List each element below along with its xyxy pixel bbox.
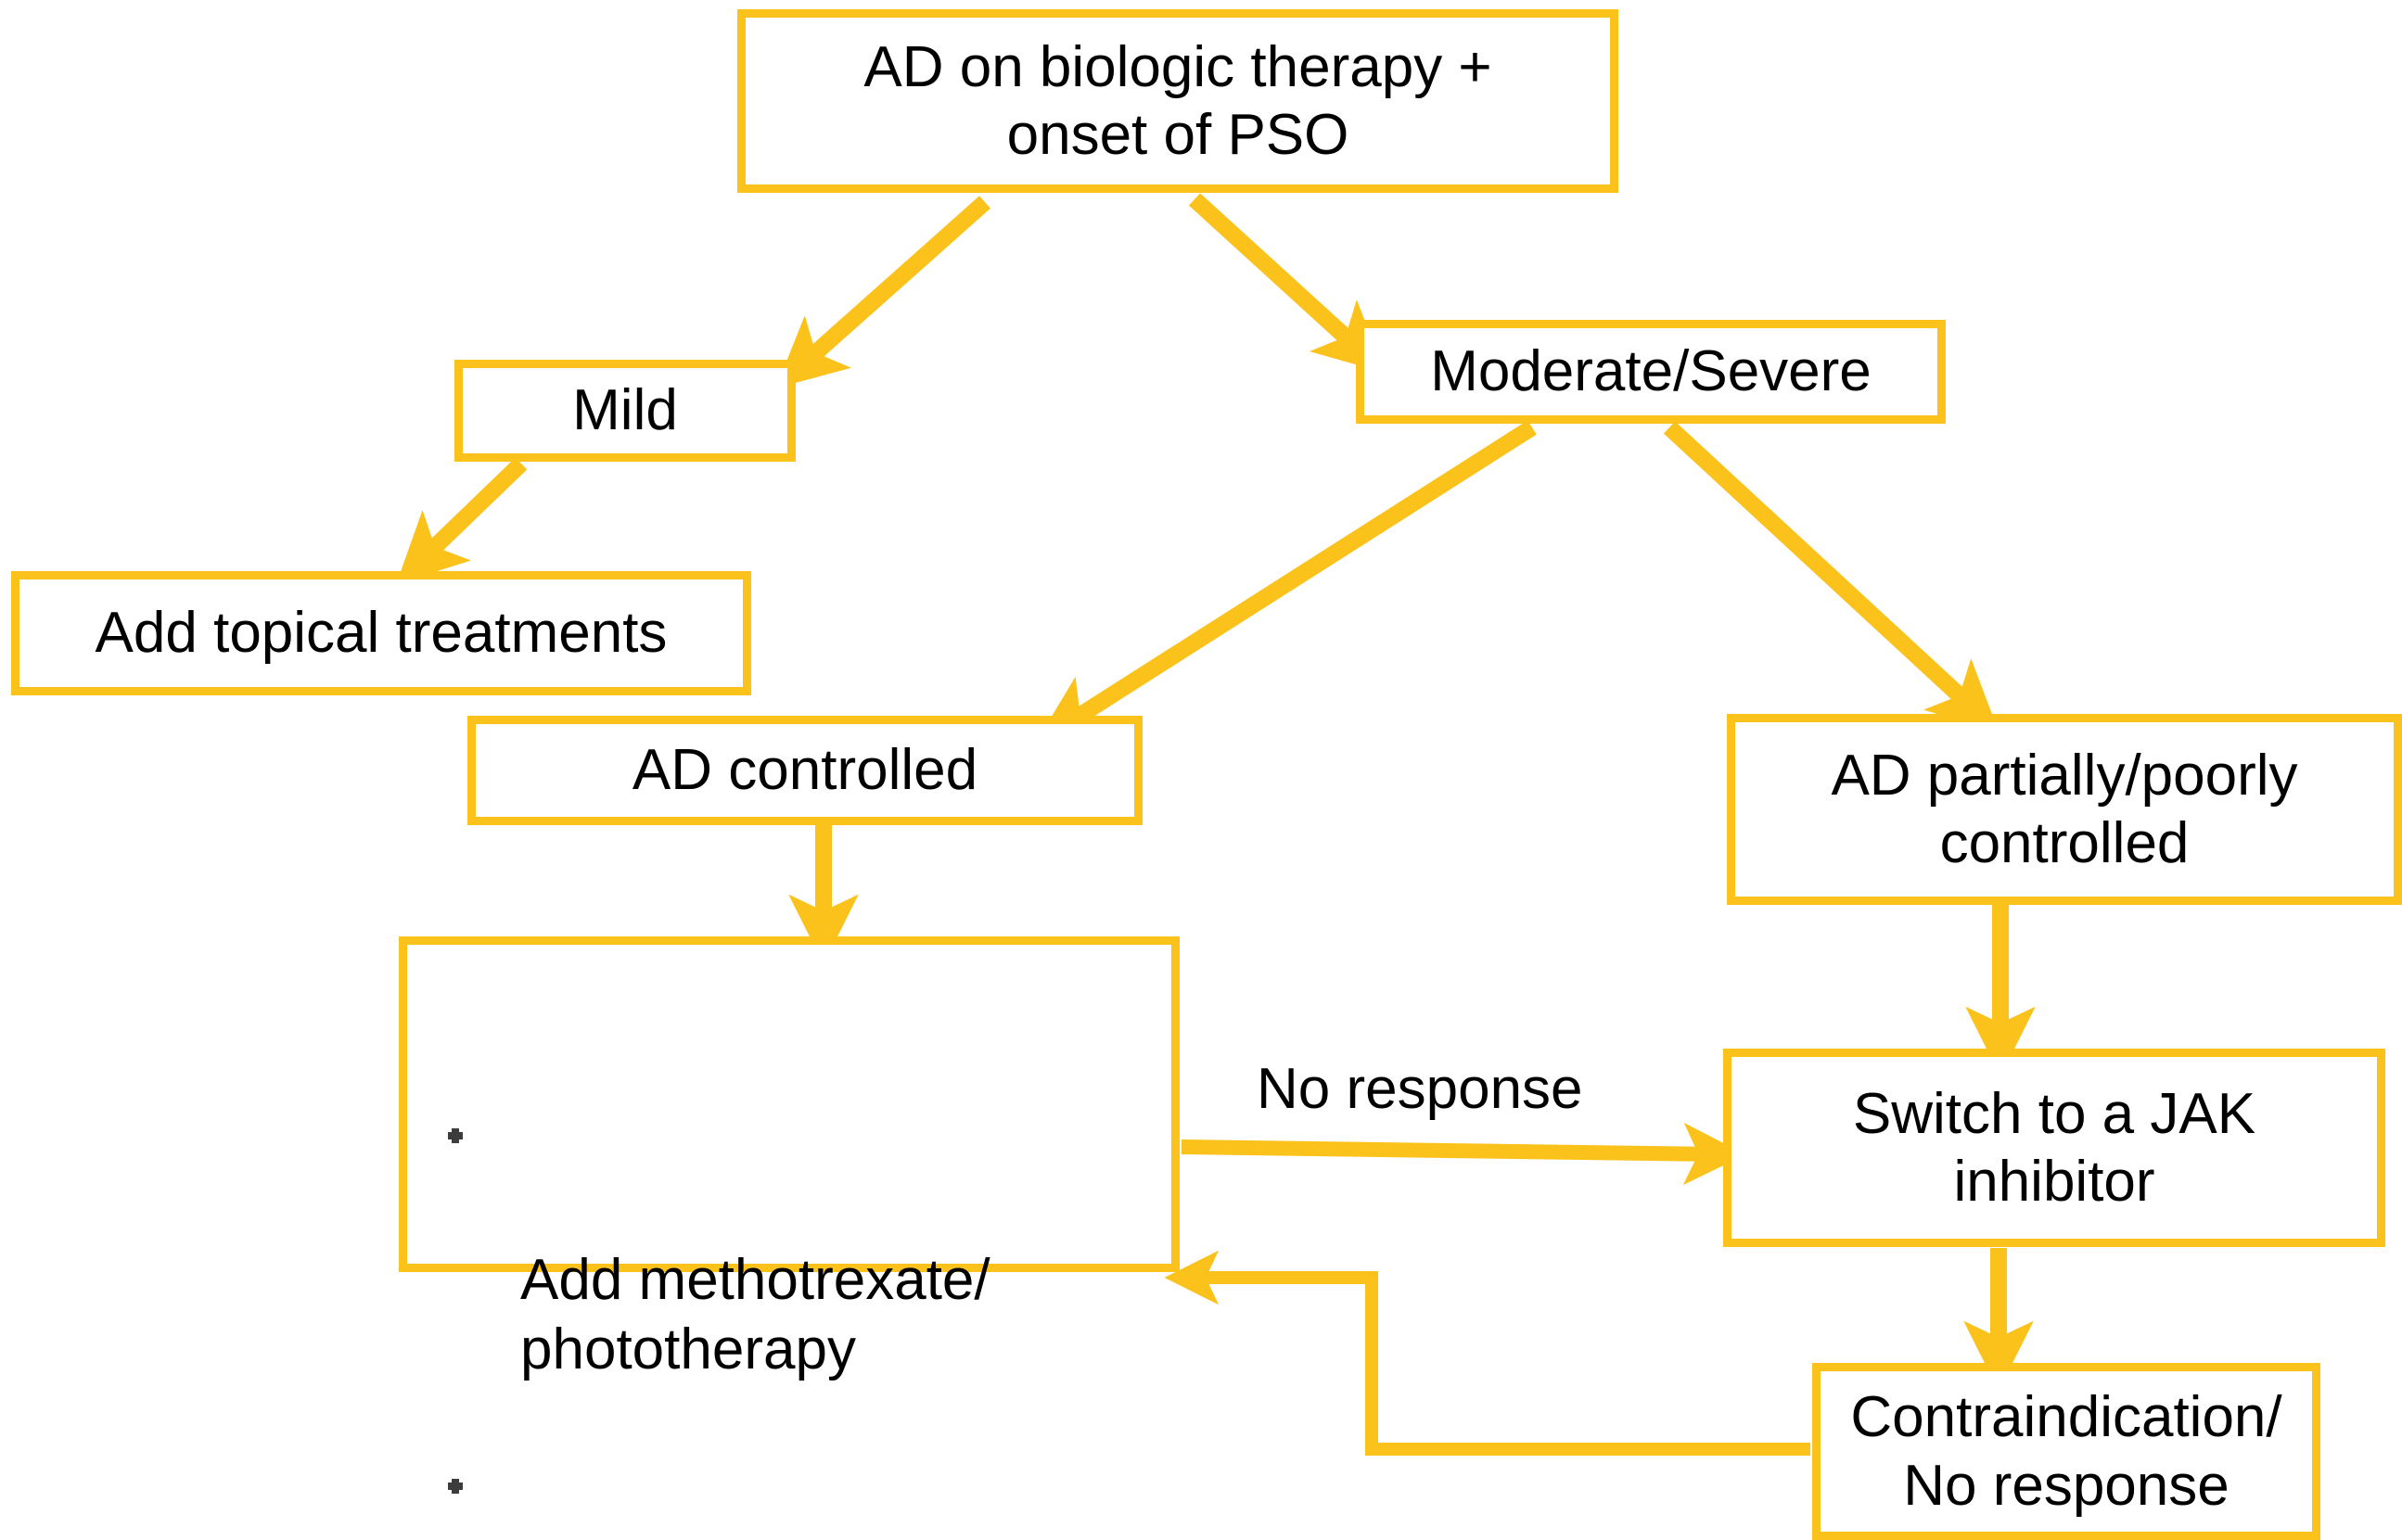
treatment-bullet-list: Add methotrexate/ phototherapy Add a PSO… <box>424 1037 1155 1540</box>
node-add-topical-treatments[interactable]: Add topical treatments <box>11 571 751 695</box>
node-label: AD partially/poorly controlled <box>1831 743 2298 875</box>
list-item: Add methotrexate/ phototherapy <box>424 1104 1155 1385</box>
node-label: Moderate/Severe <box>1430 339 1872 404</box>
node-label: Mild <box>572 378 678 443</box>
node-switch-to-jak-inhibitor[interactable]: Switch to a JAK inhibitor <box>1723 1049 2385 1247</box>
edge-moderate-to-ad-partial <box>1663 421 2000 732</box>
edge-start-to-mild <box>775 196 990 388</box>
node-moderate-severe[interactable]: Moderate/Severe <box>1356 320 1946 424</box>
node-label: Contraindication/ No response <box>1850 1385 2282 1518</box>
edge-treatments-to-jak <box>1181 1122 1746 1186</box>
node-label: Switch to a JAK inhibitor <box>1852 1081 2256 1214</box>
node-ad-on-biologic-therapy[interactable]: AD on biologic therapy + onset of PSO <box>737 9 1618 193</box>
bullet-square-icon <box>448 1478 463 1494</box>
node-ad-partially-poorly-controlled[interactable]: AD partially/poorly controlled <box>1727 714 2402 905</box>
list-item-label: Add methotrexate/ phototherapy <box>520 1247 990 1382</box>
node-label: AD controlled <box>632 738 978 803</box>
bullet-square-icon <box>448 1128 463 1144</box>
node-ad-controlled[interactable]: AD controlled <box>467 716 1143 825</box>
node-contraindication-no-response[interactable]: Contraindication/ No response <box>1812 1363 2320 1540</box>
edge-label-text: No response <box>1257 1057 1583 1121</box>
edge-start-to-moderate-severe <box>1188 193 1386 374</box>
node-label: Add topical treatments <box>95 601 668 666</box>
edge-mild-to-topical <box>396 457 528 584</box>
node-add-treatments[interactable]: Add methotrexate/ phototherapy Add a PSO… <box>399 936 1180 1494</box>
edge-label-no-response: No response <box>1257 1061 1583 1118</box>
list-item: Add a PSO biologic <box>424 1455 1155 1540</box>
node-label: AD on biologic therapy + onset of PSO <box>863 34 1492 167</box>
edge-moderate-to-ad-controlled <box>1035 420 1537 745</box>
edge-contraindication-to-treatments <box>1164 1250 1810 1456</box>
node-mild[interactable]: Mild <box>454 360 796 462</box>
